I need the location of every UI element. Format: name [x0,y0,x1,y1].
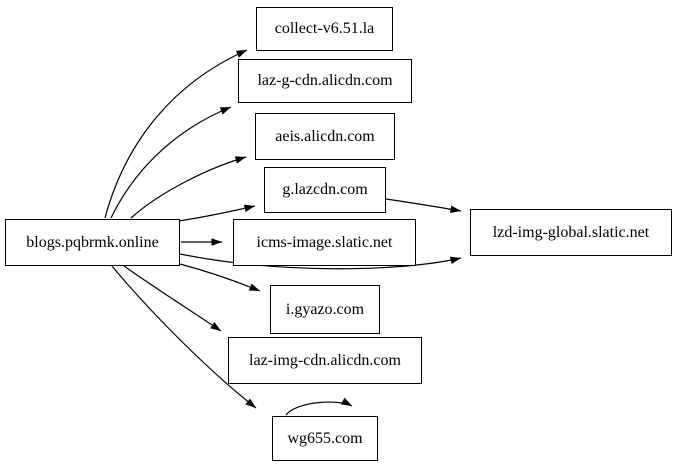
edge-wg655-com-to-wg655-com [285,397,353,416]
graph-node-label-blogs-pqbrmk-online: blogs.pqbrmk.online [26,233,159,251]
edge-blogs-pqbrmk-online-to-wg655-com [111,265,257,409]
graph-node-label-g-lazcdn-com: g.lazcdn.com [282,181,368,198]
graph-node-label-collect-v6-51-la: collect-v6.51.la [274,20,375,37]
graph-node-laz-img-cdn-alicdn-com: laz-img-cdn.alicdn.com [228,337,422,384]
graph-node-aeis-alicdn-com: aeis.alicdn.com [255,113,395,160]
graph-node-laz-g-cdn-alicdn-com: laz-g-cdn.alicdn.com [238,59,412,103]
edge-blogs-pqbrmk-online-to-collect-v6-51-la [104,49,248,219]
graph-node-label-wg655-com: wg655.com [287,429,363,447]
edge-blogs-pqbrmk-online-to-lzd-img-global-slatic-net [179,253,462,270]
graph-node-collect-v6-51-la: collect-v6.51.la [256,7,393,51]
graph-node-label-laz-g-cdn-alicdn-com: laz-g-cdn.alicdn.com [257,72,393,89]
edge-blogs-pqbrmk-online-to-laz-img-cdn-alicdn-com [123,265,222,332]
edge-blogs-pqbrmk-online-to-i-gyazo-com [179,263,261,292]
graph-node-label-laz-img-cdn-alicdn-com: laz-img-cdn.alicdn.com [249,351,401,369]
graph-node-label-icms-image-slatic-net: icms-image.slatic.net [256,233,393,251]
edge-g-lazcdn-com-to-lzd-img-global-slatic-net [385,198,462,213]
edge-blogs-pqbrmk-online-to-aeis-alicdn-com [130,156,247,219]
graph-node-i-gyazo-com: i.gyazo.com [270,285,380,334]
graph-node-label-aeis-alicdn-com: aeis.alicdn.com [275,127,375,145]
graph-node-g-lazcdn-com: g.lazcdn.com [264,167,386,213]
graph-node-icms-image-slatic-net: icms-image.slatic.net [233,219,416,266]
graph-node-blogs-pqbrmk-online: blogs.pqbrmk.online [5,219,180,266]
graph-node-wg655-com: wg655.com [272,416,378,461]
graph-node-label-lzd-img-global-slatic-net: lzd-img-global.slatic.net [492,223,650,241]
graph-node-label-i-gyazo-com: i.gyazo.com [285,300,365,318]
graph-node-lzd-img-global-slatic-net: lzd-img-global.slatic.net [470,209,672,256]
edge-blogs-pqbrmk-online-to-g-lazcdn-com [178,204,256,222]
edge-blogs-pqbrmk-online-to-laz-g-cdn-alicdn-com [110,106,232,219]
